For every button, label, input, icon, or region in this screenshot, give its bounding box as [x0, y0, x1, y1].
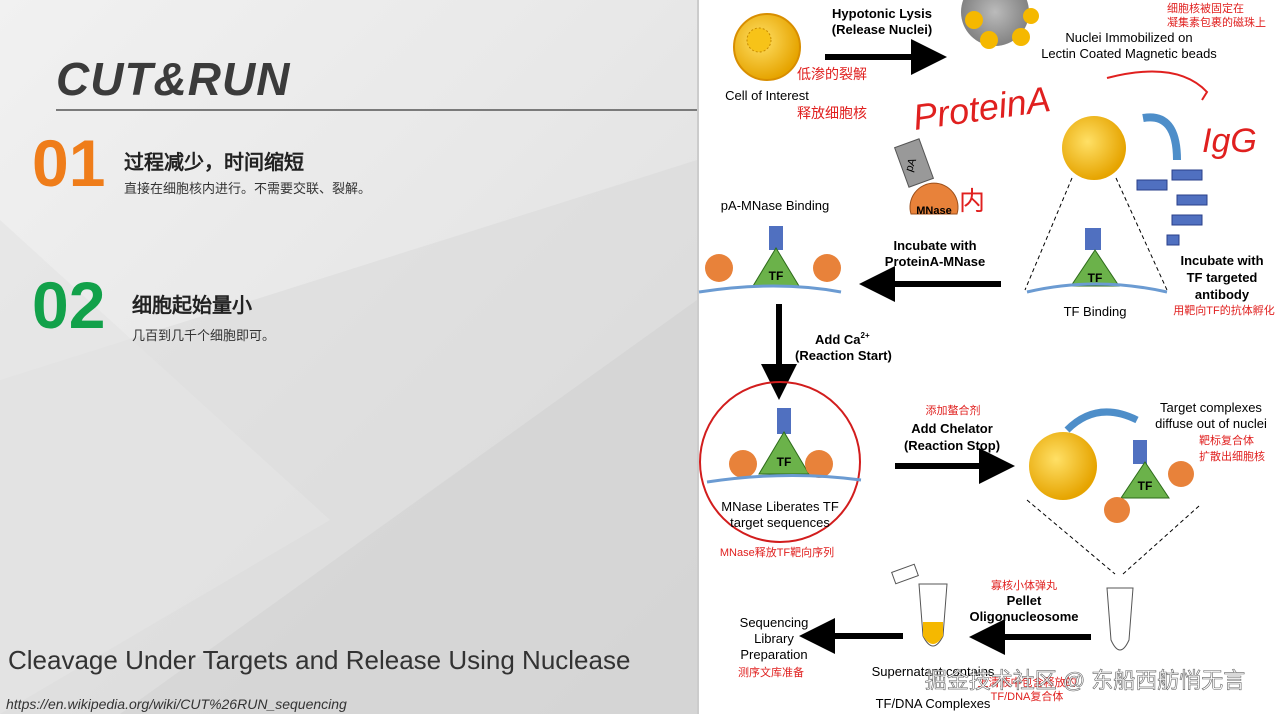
note-super-2: TF/DNA复合体 — [991, 689, 1064, 703]
item-number-2: 02 — [32, 268, 106, 342]
incubate-pa-1: Incubate with — [893, 238, 976, 253]
note-mnase-lib: MNase释放TF靶向序列 — [720, 545, 834, 559]
seq-3: Preparation — [740, 647, 807, 662]
item-number-1: 01 — [32, 126, 106, 200]
handwritten-protein: ProteinA — [910, 78, 1052, 138]
add-chelator-2: (Reaction Stop) — [904, 438, 1000, 453]
handwritten-nei: 内 — [959, 186, 985, 216]
curved-arrow-diffuse — [1064, 408, 1139, 433]
slide-title: CUT&RUN — [56, 53, 291, 105]
nucleus-icon — [1062, 116, 1126, 180]
source-url[interactable]: https://en.wikipedia.org/wiki/CUT%26RUN_… — [6, 696, 347, 712]
incubate-ab-2: TF targeted — [1187, 270, 1258, 285]
pa-label-top: pA — [903, 156, 919, 173]
title-divider — [56, 109, 697, 111]
mnase-liberates-icon: TF — [706, 408, 862, 484]
pellet-1: Pellet — [1007, 593, 1042, 608]
note-chelator: 添加螯合剂 — [926, 403, 981, 417]
note-super-1: 上清液中包含释放的 — [978, 675, 1077, 689]
tf-binding-label: TF Binding — [1064, 304, 1127, 319]
note-pellet: 寡核小体弹丸 — [991, 578, 1057, 592]
watermark: 掘金技术社区 @ 东船西舫悄无言 — [925, 668, 1246, 693]
note-target-1: 靶标复合体 — [1199, 433, 1254, 447]
note-nuclei-1: 细胞核被固定在 — [1167, 1, 1244, 15]
incubate-ab-1: Incubate with — [1180, 253, 1263, 268]
target-out-2: diffuse out of nuclei — [1155, 416, 1267, 431]
super-1: Supernatant contains — [872, 664, 995, 679]
handwritten-igg: IgG — [1202, 122, 1257, 160]
nuclei-label-1: Nuclei Immobilized on — [1065, 30, 1192, 45]
mnase-lib-1: MNase Liberates TF — [721, 499, 839, 514]
target-out-1: Target complexes — [1160, 400, 1262, 415]
supernatant-tube-icon — [891, 563, 948, 647]
note-nuclei-2: 凝集素包裹的磁珠上 — [1167, 15, 1266, 29]
pa-mnase-icon: pA MNase — [893, 138, 959, 217]
super-2: TF/DNA Complexes — [876, 696, 991, 711]
seq-1: Sequencing — [740, 615, 809, 630]
note-lysis-1: 低渗的裂解 — [797, 66, 867, 82]
pa-binding-label: pA-MNase Binding — [721, 198, 829, 213]
curved-arrow-ab — [1142, 113, 1181, 161]
incubate-pa-2: ProteinA-MNase — [885, 254, 985, 269]
item-desc-2: 几百到几千个细胞即可。 — [132, 328, 276, 343]
add-ca-2: (Reaction Start) — [795, 348, 892, 363]
item-heading-1: 过程减少，时间缩短 — [124, 152, 304, 174]
pellet-2: Oligonucleosome — [969, 609, 1078, 624]
lysis-label-1: Hypotonic Lysis — [832, 6, 932, 21]
nuclei-beads-icon — [961, 0, 1039, 49]
handwritten-arrow — [1106, 70, 1209, 101]
cell-label: Cell of Interest — [725, 88, 809, 103]
pellet-tube-icon — [1106, 587, 1134, 651]
lysis-label-2: (Release Nuclei) — [832, 22, 932, 37]
handwritten-circle — [699, 381, 861, 543]
note-target-2: 扩散出细胞核 — [1199, 449, 1265, 463]
note-lysis-2: 释放细胞核 — [797, 105, 867, 121]
item-heading-2: 细胞起始量小 — [132, 295, 252, 317]
tf-label-pa: TF — [769, 269, 784, 283]
item-desc-1: 直接在细胞核内进行。不需要交联、裂解。 — [124, 181, 372, 196]
tf-binding-icon: TF — [1026, 228, 1168, 294]
note-seq: 测序文库准备 — [738, 665, 804, 679]
slide-panel: CUT&RUN 01 过程减少，时间缩短 直接在细胞核内进行。不需要交联、裂解。… — [0, 0, 697, 714]
cell-icon — [733, 13, 801, 81]
cutrun-diagram: Cell of Interest 低渗的裂解 释放细胞核 Hypotonic L… — [697, 0, 1286, 714]
pa-mnase-binding-icon: TF — [698, 226, 842, 294]
antibody-cluster-icon — [1136, 169, 1208, 246]
mnase-lib-2: target sequences — [730, 515, 830, 530]
full-name-caption: Cleavage Under Targets and Release Using… — [8, 645, 631, 675]
background-pattern — [0, 160, 697, 714]
tf-label-diffuse: TF — [1138, 479, 1153, 493]
nuclei-label-2: Lectin Coated Magnetic beads — [1041, 46, 1217, 61]
note-ab: 用靶向TF的抗体孵化 — [1173, 303, 1274, 317]
incubate-ab-3: antibody — [1195, 287, 1250, 302]
mnase-label-top: MNase — [916, 205, 951, 217]
panel-divider — [697, 0, 699, 714]
add-chelator-1: Add Chelator — [911, 421, 993, 436]
released-complex-icon: TF — [1104, 440, 1194, 523]
tf-label-lib: TF — [777, 455, 792, 469]
nucleus-diffuse-icon — [1029, 432, 1097, 500]
tf-label-binding: TF — [1088, 271, 1103, 285]
seq-2: Library — [754, 631, 794, 646]
add-ca-1: Add Ca2+ — [815, 331, 870, 347]
